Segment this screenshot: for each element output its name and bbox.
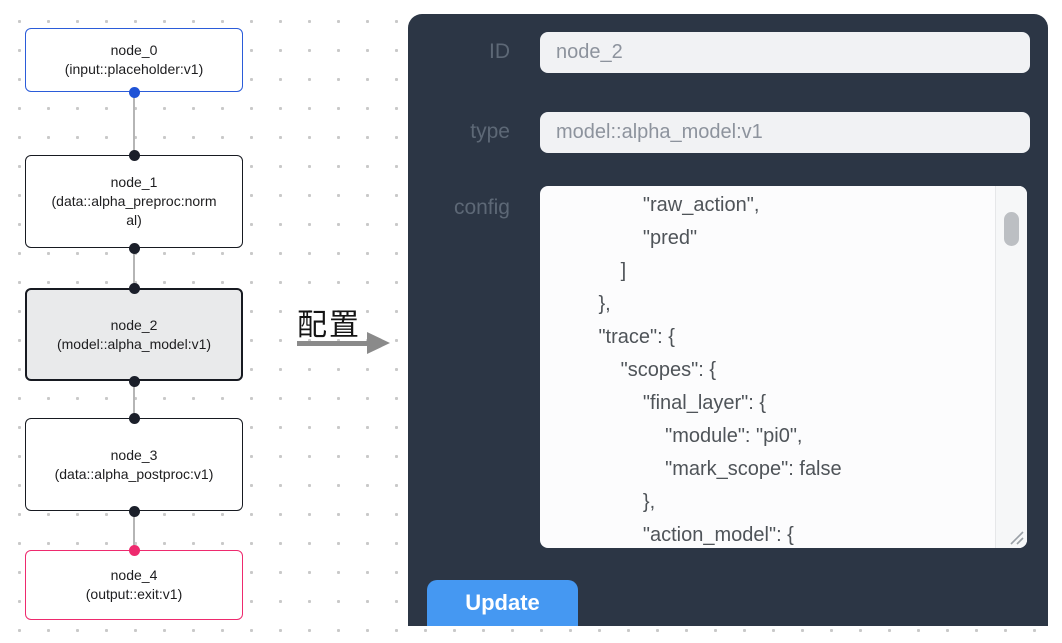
id-field-label: ID <box>489 40 510 63</box>
flow-node-3[interactable]: node_3 (data::alpha_postproc:v1) <box>25 418 243 511</box>
update-button[interactable]: Update <box>427 580 578 626</box>
flow-node-1[interactable]: node_1 (data::alpha_preproc:normal) <box>25 155 243 248</box>
config-scrollbar-thumb[interactable] <box>1004 212 1019 246</box>
node-type-label: (data::alpha_postproc:v1) <box>54 465 214 482</box>
type-field-label: type <box>470 120 510 143</box>
port-node1-out[interactable] <box>129 243 140 254</box>
configure-arrow <box>297 341 369 346</box>
port-node2-out[interactable] <box>129 376 140 387</box>
edge-node0-node1 <box>133 92 135 155</box>
node-title: node_1 <box>110 174 158 190</box>
node-type-label: (model::alpha_model:v1) <box>56 335 212 352</box>
node-config-panel: ID type config "raw_action", "pred" ] },… <box>408 14 1048 626</box>
flow-node-2-selected[interactable]: node_2 (model::alpha_model:v1) <box>25 288 243 381</box>
config-field-label: config <box>453 196 510 219</box>
edge-node1-node2 <box>133 248 135 288</box>
edge-node3-node4 <box>133 511 135 550</box>
flow-node-4[interactable]: node_4 (output::exit:v1) <box>25 550 243 620</box>
node-title: node_3 <box>110 446 158 463</box>
node-title: node_2 <box>110 316 158 333</box>
port-node3-in[interactable] <box>129 413 140 424</box>
configure-label: 配置 <box>297 309 361 342</box>
node-type-label: (input::placeholder:v1) <box>64 61 204 77</box>
node-title: node_0 <box>110 42 158 58</box>
type-input[interactable] <box>540 112 1030 153</box>
config-json-text[interactable]: "raw_action", "pred" ] }, "trace": { "sc… <box>598 194 842 546</box>
node-title: node_4 <box>110 567 158 583</box>
id-input[interactable] <box>540 32 1030 73</box>
port-node0-out[interactable] <box>129 87 140 98</box>
node-type-label: (data::alpha_preproc:normal) <box>51 193 217 228</box>
port-node3-out[interactable] <box>129 506 140 517</box>
config-scrollbar-track[interactable] <box>995 186 1027 548</box>
config-textarea[interactable]: "raw_action", "pred" ] }, "trace": { "sc… <box>540 186 1027 548</box>
port-node4-in[interactable] <box>129 545 140 556</box>
flow-node-0[interactable]: node_0 (input::placeholder:v1) <box>25 28 243 92</box>
resize-grip-icon[interactable] <box>1008 529 1024 545</box>
edge-node2-node3 <box>133 381 135 418</box>
port-node2-in[interactable] <box>129 283 140 294</box>
node-type-label: (output::exit:v1) <box>85 586 183 602</box>
port-node1-in[interactable] <box>129 150 140 161</box>
configure-arrow-head-icon <box>367 332 390 354</box>
